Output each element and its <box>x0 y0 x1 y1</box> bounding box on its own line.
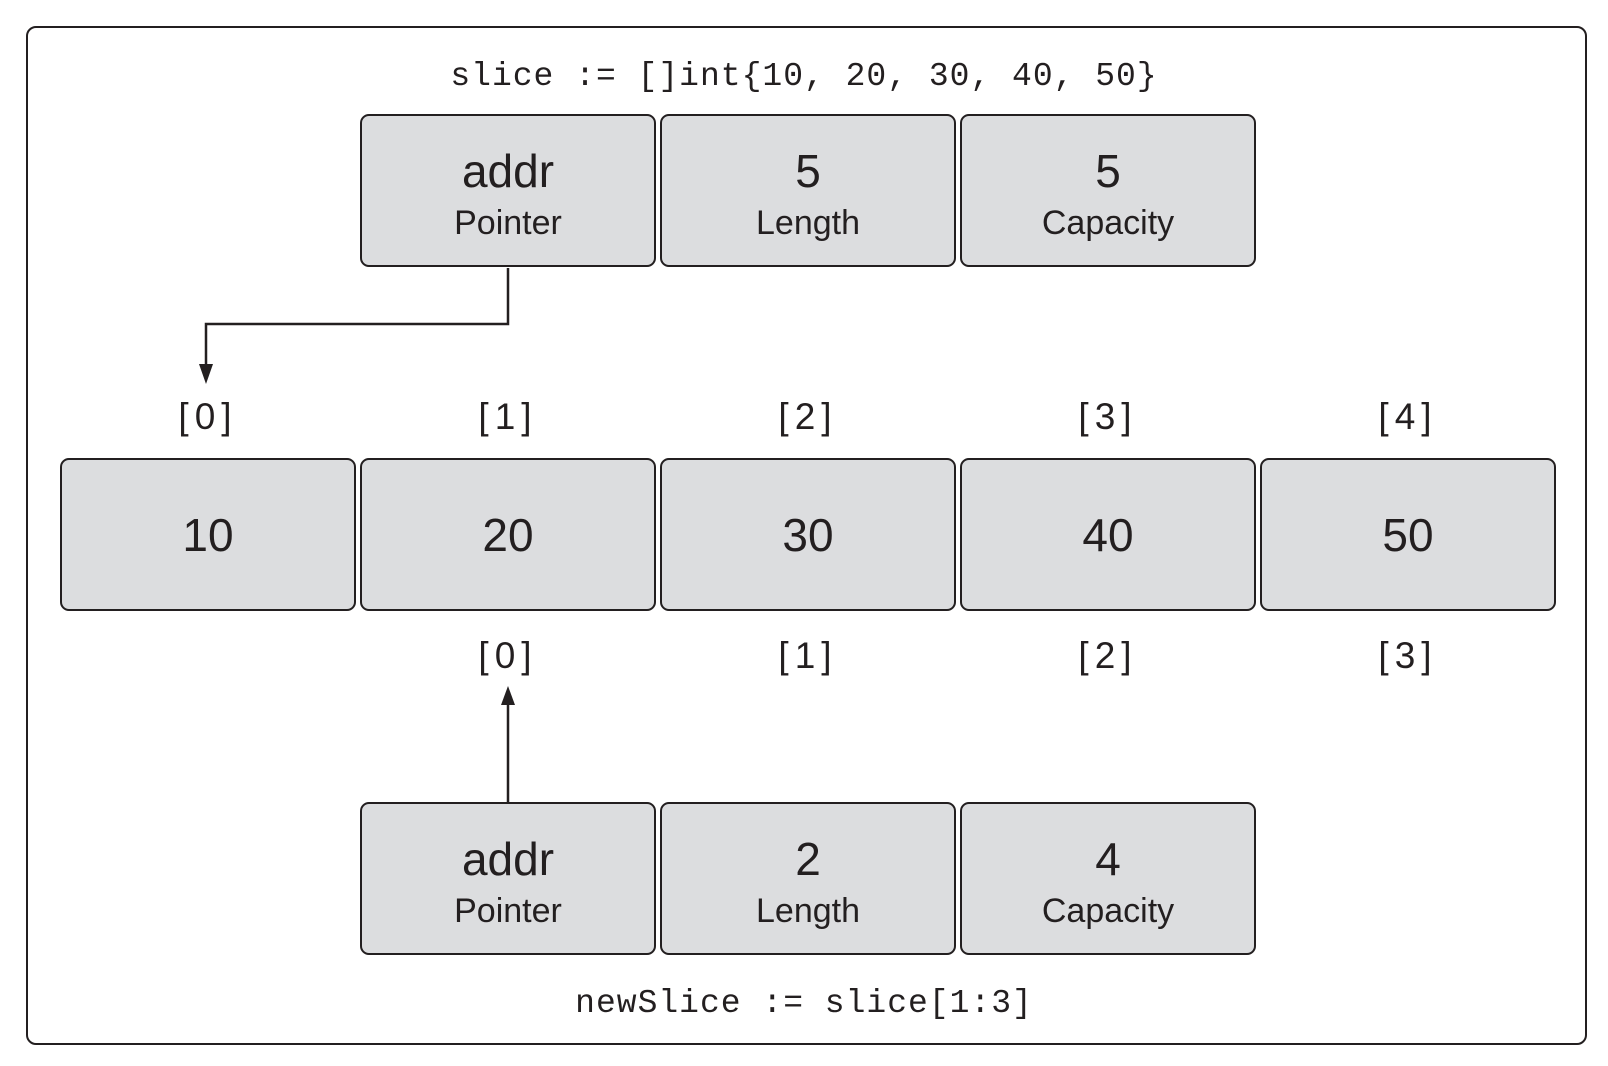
slice-length-label: Length <box>756 203 860 242</box>
array-element-value: 20 <box>482 508 534 561</box>
slice-capacity-value: 5 <box>1095 144 1121 197</box>
new-slice-capacity-value: 4 <box>1095 832 1121 885</box>
slice-pointer-box: addr Pointer <box>360 114 656 267</box>
new-slice-code: newSlice := slice[1:3] <box>575 985 1033 1022</box>
array-index-label: [3] <box>1078 396 1138 437</box>
array-element-value: 50 <box>1382 508 1434 561</box>
array-element-box: 40 <box>960 458 1256 611</box>
new-slice-pointer-value: addr <box>461 832 555 885</box>
array-index-label: [0] <box>178 396 238 437</box>
slice-capacity-box: 5 Capacity <box>960 114 1256 267</box>
new-slice-pointer-box: addr Pointer <box>360 802 656 955</box>
array-element-box: 30 <box>660 458 956 611</box>
slice-capacity-label: Capacity <box>1041 203 1175 242</box>
new-slice-length-value: 2 <box>795 832 821 885</box>
array-index-label: [4] <box>1378 396 1438 437</box>
slice-declaration-code: slice := []int{10, 20, 30, 40, 50} <box>450 58 1158 95</box>
slice-length-value: 5 <box>795 144 821 197</box>
array-element-box: 20 <box>360 458 656 611</box>
array-element-box: 50 <box>1260 458 1556 611</box>
array-index-label: [1] <box>478 396 538 437</box>
new-slice-index-label: [3] <box>1378 635 1438 676</box>
array-element-value: 10 <box>182 508 234 561</box>
array-element-value: 30 <box>782 508 834 561</box>
slice-pointer-value: addr <box>461 144 555 197</box>
slice-pointer-label: Pointer <box>454 203 562 242</box>
new-slice-capacity-label: Capacity <box>1041 891 1175 930</box>
new-slice-length-label: Length <box>756 891 860 930</box>
new-slice-length-box: 2 Length <box>660 802 956 955</box>
slice-length-box: 5 Length <box>660 114 956 267</box>
new-slice-index-label: [2] <box>1078 635 1138 676</box>
new-slice-index-label: [0] <box>478 635 538 676</box>
new-slice-index-label: [1] <box>778 635 838 676</box>
new-slice-pointer-label: Pointer <box>454 891 562 930</box>
new-slice-capacity-box: 4 Capacity <box>960 802 1256 955</box>
array-element-box: 10 <box>60 458 356 611</box>
diagram-frame <box>26 26 1587 1045</box>
array-index-label: [2] <box>778 396 838 437</box>
array-element-value: 40 <box>1082 508 1134 561</box>
